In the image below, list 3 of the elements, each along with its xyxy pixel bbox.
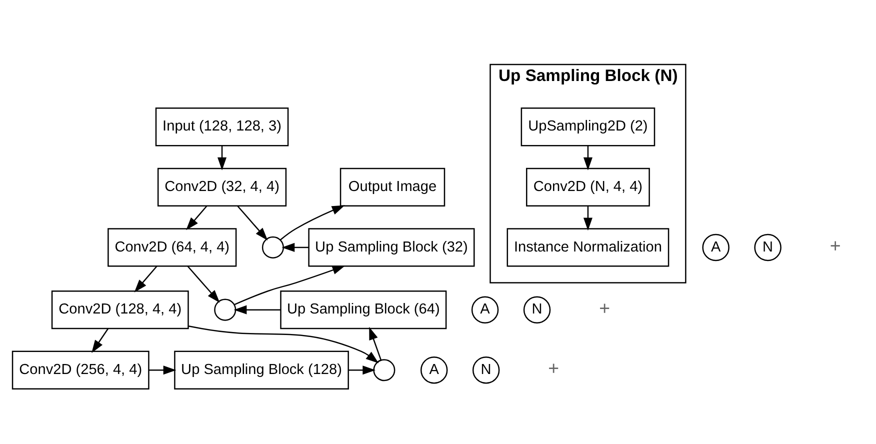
label: + [548,357,560,378]
label: + [830,234,841,256]
label: + [599,296,610,318]
